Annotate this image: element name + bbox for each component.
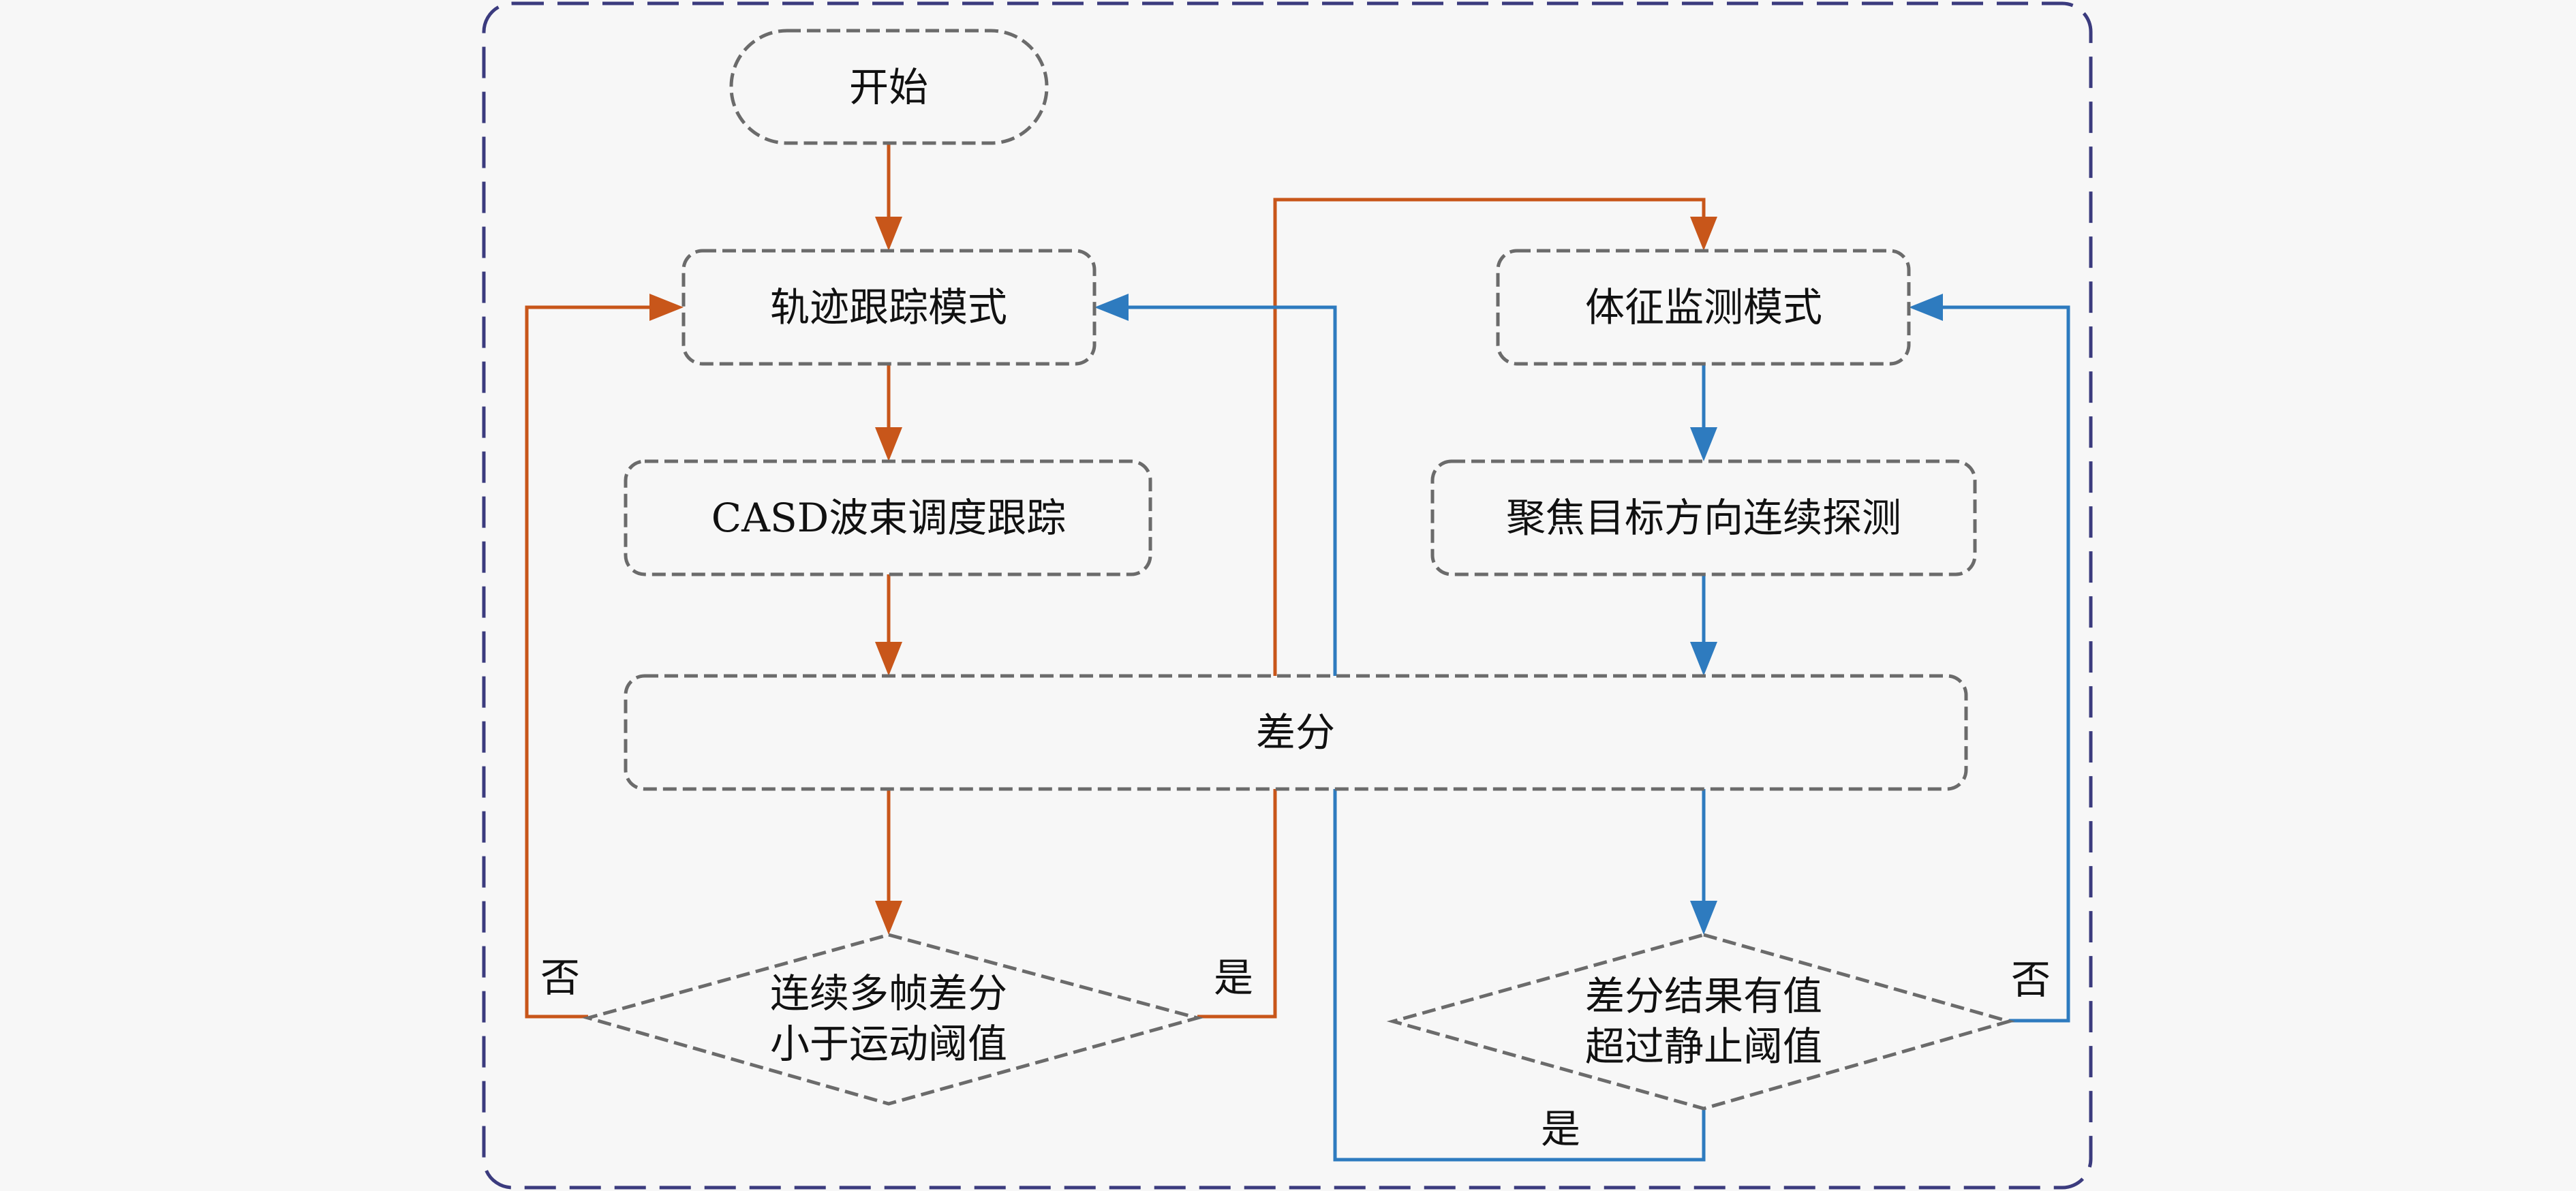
edge-casd-to-diff [875,574,902,676]
node-focus: 聚焦目标方向连续探测 [1430,459,1977,576]
outer-frame [482,1,2093,1190]
arrow-down-icon [1690,217,1717,251]
edge-static-no-loop [1909,294,2070,1023]
arrow-down-icon [1690,901,1717,935]
edge-focus-to-diff [1690,574,1717,676]
arrow-down-icon [1690,642,1717,676]
arrow-down-icon [875,427,902,461]
node-decision-static: 差分结果有值 超过静止阈值 [1386,933,2016,1111]
edge-label-motion-yes: 是 [1214,955,1253,1001]
node-start: 开始 [729,29,1049,145]
edge-label-motion-no: 否 [540,955,580,1001]
edge-static-yes-to-trajectory [1094,294,1706,1162]
edge-vital-to-focus [1690,364,1717,461]
edge-diff-to-decision-motion [875,789,902,935]
edge-diff-to-decision-static [1690,789,1717,935]
node-decision-motion: 连续多帧差分 小于运动阈值 [581,933,1204,1106]
node-vital-mode: 体征监测模式 [1496,249,1911,366]
arrow-right-icon [649,294,684,321]
arrow-down-icon [875,901,902,935]
node-casd-label: CASD波束调度跟踪 [711,495,1067,541]
node-diff: 差分 [624,674,1968,791]
edges [525,143,2070,1162]
decision-static-line-2: 超过静止阈值 [1585,1023,1822,1070]
node-focus-label: 聚焦目标方向连续探测 [1506,495,1901,541]
edge-motion-yes-to-vital [1197,198,1717,1019]
edge-motion-no-loop [525,294,684,1019]
decision-motion-line-1: 连续多帧差分 [770,970,1007,1017]
node-diff-label: 差分 [1256,709,1335,756]
decision-motion-line-2: 小于运动阈值 [770,1021,1007,1067]
arrow-left-icon [1909,294,1943,321]
edge-label-static-yes: 是 [1541,1106,1580,1152]
edge-label-static-no: 否 [2011,957,2051,1003]
edge-start-to-trajectory [875,143,902,251]
arrow-down-icon [875,217,902,251]
node-trajectory-mode-label: 轨迹跟踪模式 [770,284,1007,330]
node-casd: CASD波束调度跟踪 [624,459,1152,576]
arrow-left-icon [1094,294,1129,321]
edge-trajectory-to-casd [875,364,902,461]
arrow-down-icon [1690,427,1717,461]
arrow-down-icon [875,642,902,676]
node-trajectory-mode: 轨迹跟踪模式 [681,249,1097,366]
decision-static-line-1: 差分结果有值 [1585,973,1822,1019]
node-vital-mode-label: 体征监测模式 [1585,284,1822,330]
node-start-label: 开始 [849,64,928,110]
